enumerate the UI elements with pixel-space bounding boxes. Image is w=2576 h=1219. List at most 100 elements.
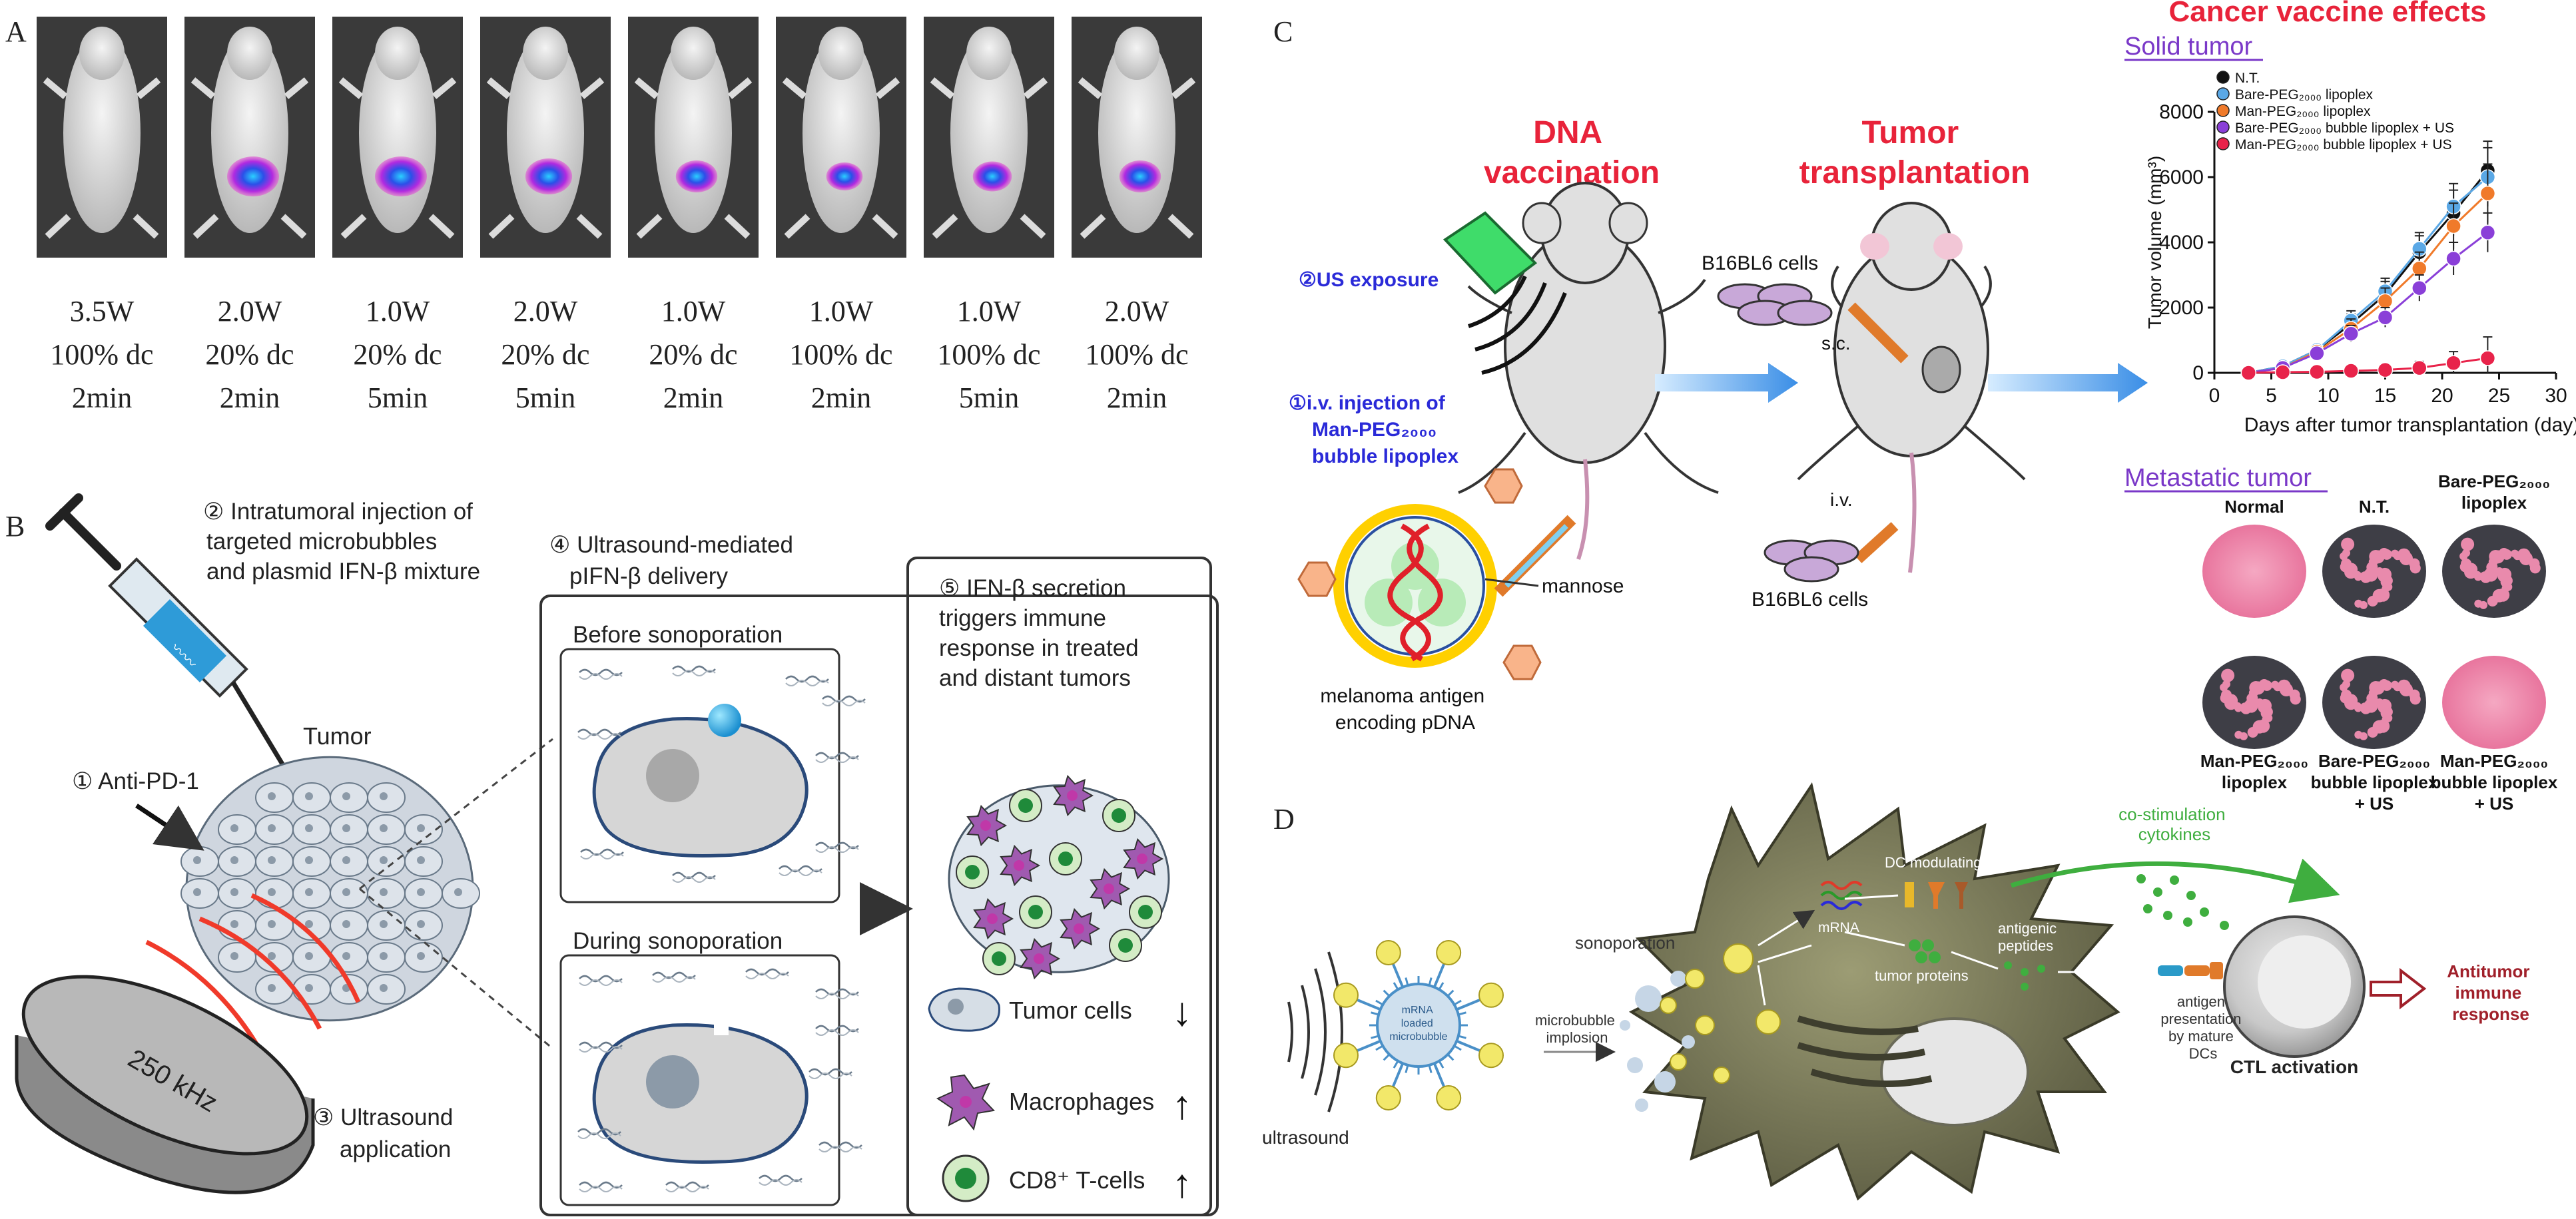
cd8-nucleus <box>1112 808 1126 823</box>
microbubble-core <box>1376 983 1461 1068</box>
b16-cells-top <box>1717 283 1833 326</box>
lipid-tail <box>1393 1060 1399 1069</box>
tumor-nucleus <box>380 824 388 832</box>
lung-spot <box>2224 694 2238 708</box>
lung-spot <box>2364 699 2378 712</box>
condition-time: 2min <box>72 381 132 414</box>
lung-spot <box>2513 552 2521 561</box>
tumor-nucleus <box>268 952 276 960</box>
condition-time: 2min <box>811 381 871 414</box>
lung-spot <box>2252 720 2266 734</box>
implosion-debris <box>1620 971 1695 1112</box>
lipid-tail <box>1375 999 1384 1006</box>
macrophage-nucleus <box>1137 853 1147 864</box>
tumor-nucleus <box>417 952 425 960</box>
bioluminescence-signal <box>1119 160 1161 192</box>
legend-marker <box>2216 137 2230 150</box>
legend-cd8-trend: ↑ <box>1172 1161 1192 1206</box>
macrophage-nucleus <box>1104 883 1114 894</box>
condition-duty: 100% dc <box>1085 338 1188 371</box>
panel-b-legend: Tumor cells ↓ Macrophages ↑ CD8⁺ T-cells… <box>928 987 1192 1206</box>
lung-spot <box>2370 688 2378 697</box>
immune-response-cluster <box>948 774 1170 980</box>
lung-spot <box>2519 552 2533 565</box>
tumor-nucleus <box>380 984 388 992</box>
lung-label: bubble lipoplex <box>2431 772 2558 792</box>
lung-spot <box>2400 683 2413 696</box>
bioluminescence-signal <box>525 158 573 194</box>
tumor-nucleus <box>230 824 238 832</box>
antigen-label: melanoma antigen encoding pDNA <box>1320 685 1490 734</box>
panel-a-mice <box>37 17 1202 258</box>
dna-strand-pair <box>822 700 866 706</box>
legend-label: N.T. <box>2235 71 2260 86</box>
tumor-nucleus <box>380 888 388 896</box>
before-cell <box>592 704 808 857</box>
lipoplex-particle <box>1478 982 1504 1008</box>
lipoplex-particle <box>1333 1043 1359 1069</box>
x-tick-label: 0 <box>2209 385 2220 407</box>
condition-duty: 100% dc <box>789 338 892 371</box>
cd8-nucleus <box>1028 905 1043 919</box>
lung-spot <box>2393 683 2402 692</box>
panel-a-label: A <box>5 15 27 48</box>
flow-arrow-2 <box>1988 363 2148 403</box>
lung-spot <box>2464 563 2478 577</box>
plasmid-dna-strands <box>577 665 866 1192</box>
condition-duty: 100% dc <box>937 338 1040 371</box>
lung-spot <box>2342 680 2350 688</box>
lung-spot <box>2250 688 2258 697</box>
data-point <box>2479 350 2496 366</box>
lung-spot <box>2234 730 2243 739</box>
ultrasound-label: ultrasound <box>1262 1127 1349 1148</box>
lung-spot <box>2273 683 2282 692</box>
legend-macrophage-trend: ↑ <box>1172 1083 1192 1127</box>
flow-arrow-1 <box>1655 363 1798 403</box>
lung-label: Man-PEG₂₀₀₀ <box>2440 751 2548 771</box>
lung-spot <box>2500 577 2511 588</box>
dendritic-cell <box>1628 782 2120 1201</box>
lung-label: Bare-PEG₂₀₀₀ <box>2438 471 2550 491</box>
lung-spot <box>2341 537 2355 551</box>
macrophage-nucleus <box>980 820 991 831</box>
lung-spot <box>2222 680 2230 688</box>
us-probe <box>1443 211 1567 375</box>
lung-spot <box>2492 589 2506 603</box>
tumor-nucleus <box>342 920 350 928</box>
tumor-cluster <box>180 756 480 1022</box>
tumor-nucleus <box>342 792 350 800</box>
data-point <box>2412 280 2427 296</box>
condition-duty: 20% dc <box>205 338 294 371</box>
condition-duty: 20% dc <box>501 338 589 371</box>
lipoplex-particle <box>1333 982 1359 1008</box>
ultrasound-waves <box>145 893 361 1057</box>
tumor-nucleus <box>305 792 313 800</box>
legend-label: Man-PEG₂₀₀₀ lipoplex <box>2235 104 2371 119</box>
sonoporation-particles <box>1660 969 1730 1084</box>
data-point <box>2412 260 2427 276</box>
lipid-tail <box>1371 1011 1379 1016</box>
panel-b-step2: ② Intratumoral injection of targeted mic… <box>203 499 480 585</box>
effects-title: Cancer vaccine effects <box>2169 0 2487 28</box>
anti-pd1-arrow <box>135 804 204 851</box>
presentation-label: antigen presentation by mature DCs <box>2160 993 2245 1062</box>
legend-label: Bare-PEG₂₀₀₀ bubble lipoplex + US <box>2235 121 2454 136</box>
lipoplex-particle <box>1375 1085 1401 1110</box>
data-point <box>2274 364 2291 380</box>
legend-tumor-cells: Tumor cells <box>1009 997 1132 1024</box>
mouse-head <box>818 27 864 80</box>
b16-top-label: B16BL6 cells <box>1702 252 1818 274</box>
delivery-box <box>539 595 1219 1216</box>
lung-spot <box>2529 563 2541 574</box>
condition-time: 5min <box>368 381 428 414</box>
legend-marker <box>2216 87 2230 101</box>
tumor-nucleus <box>417 824 425 832</box>
tumor-nucleus <box>193 888 201 896</box>
condition-time: 2min <box>1107 381 1167 414</box>
mouse-limbs <box>1078 77 1196 239</box>
lung-label: Normal <box>2224 497 2284 517</box>
tumor-nucleus <box>305 920 313 928</box>
lung-spot <box>2410 563 2421 574</box>
lung-label: + US <box>2475 794 2514 814</box>
